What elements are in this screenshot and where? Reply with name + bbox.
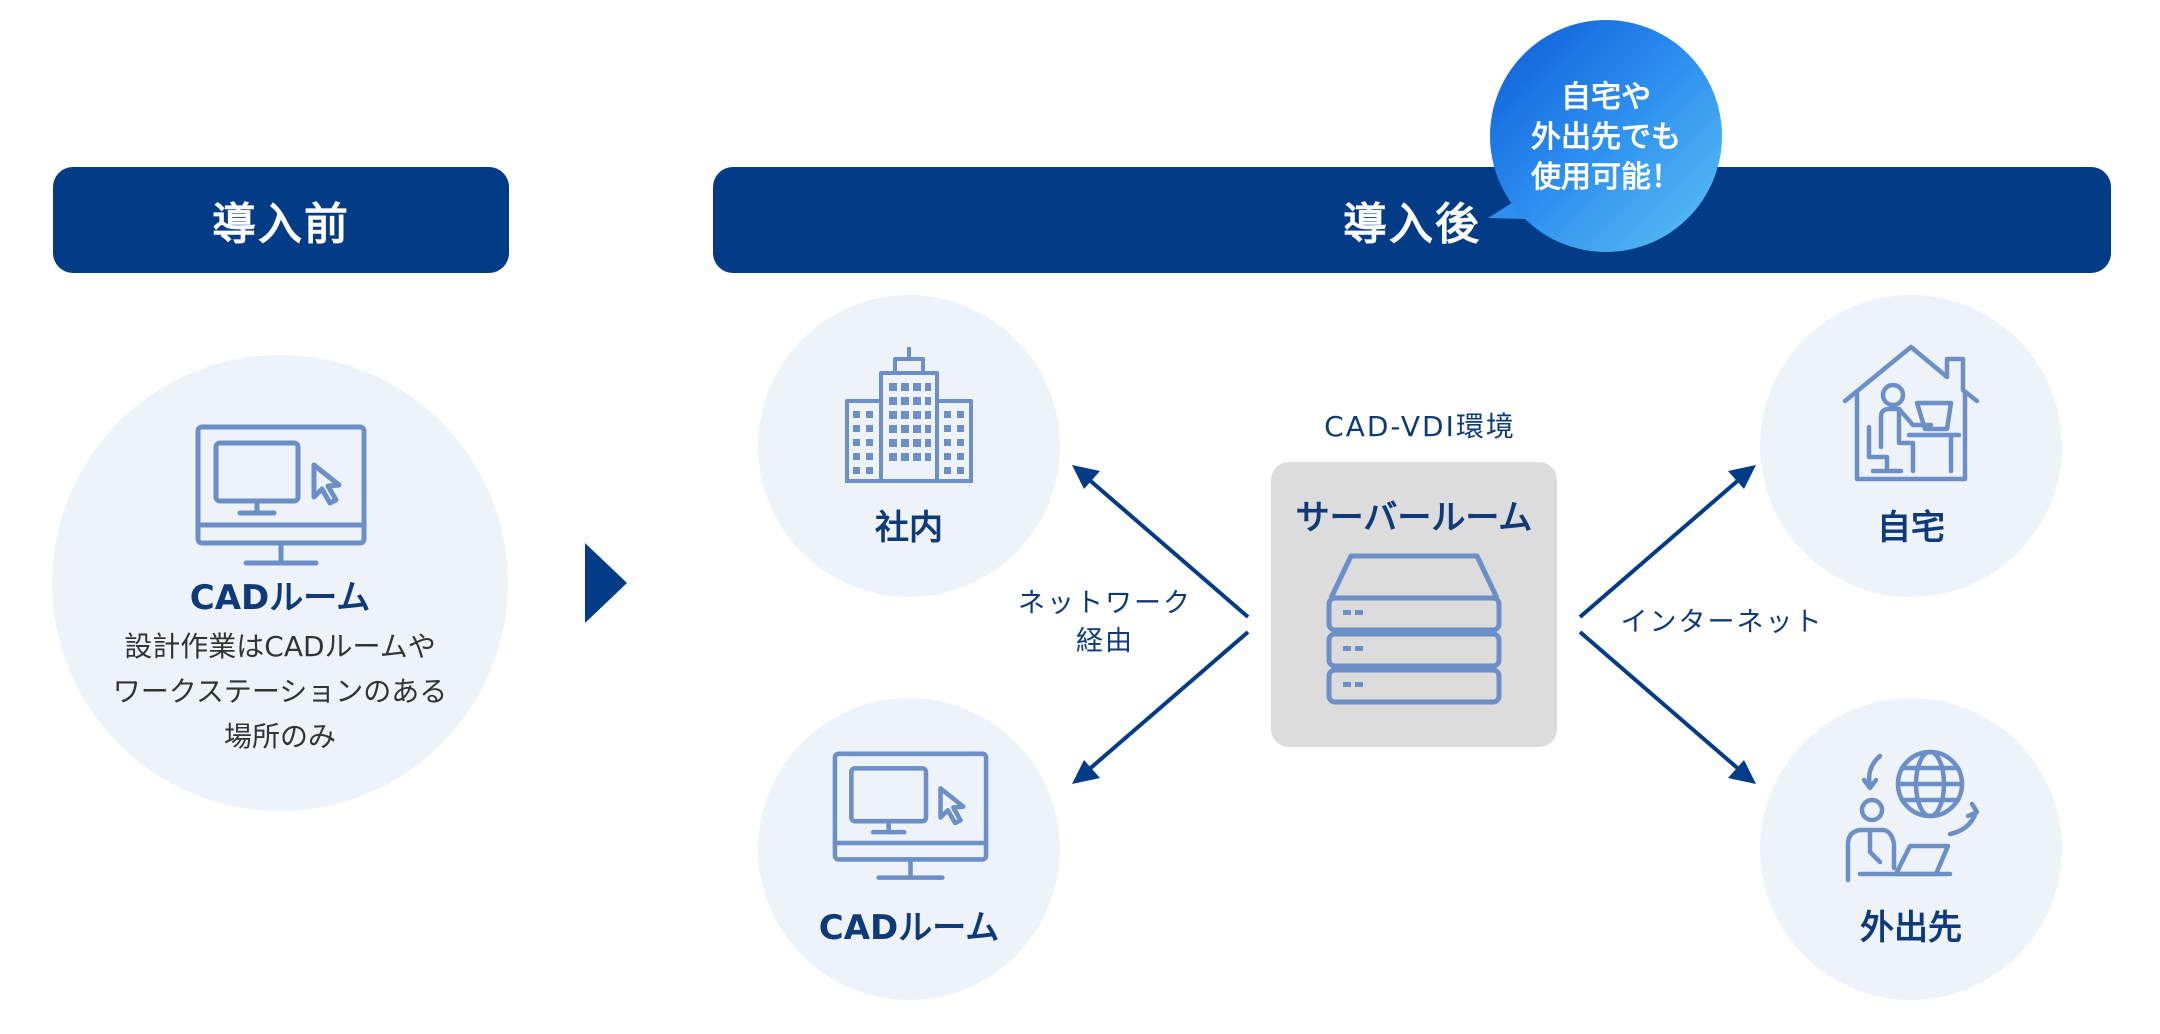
- server-rack-icon: [1326, 553, 1502, 705]
- after-header: 導入後: [713, 167, 2111, 273]
- cad-room-label: CADルーム: [818, 908, 1000, 948]
- bubble-line-1: 自宅や: [1561, 80, 1651, 115]
- office-label: 社内: [875, 508, 943, 548]
- arrow-to-cad-room: [1072, 630, 1250, 784]
- cad-room-monitor-icon: [195, 424, 367, 566]
- cad-room-circle: [758, 698, 1060, 1000]
- arrow-to-office: [1072, 465, 1250, 619]
- server-room-label: サーバールーム: [1295, 498, 1533, 538]
- bubble-line-2: 外出先でも: [1531, 120, 1681, 155]
- availability-bubble-text: 自宅や 外出先でも 使用可能！: [1496, 78, 1716, 198]
- before-description-line-3: 場所のみ: [223, 720, 336, 753]
- before-header: 導入前: [53, 167, 509, 273]
- cad-room-monitor-icon-after: [832, 751, 989, 880]
- transition-arrow-icon: [585, 543, 627, 623]
- remote-worker-globe-icon: [1845, 749, 1980, 883]
- home-office-icon: [1842, 344, 1980, 482]
- outside-label: 外出先: [1860, 908, 1962, 948]
- before-node-label: CADルーム: [189, 578, 371, 618]
- arrow-to-home: [1578, 465, 1756, 619]
- network-line-1: ネットワーク: [1018, 588, 1192, 619]
- office-building-icon: [845, 347, 973, 483]
- network-line-2: 経由: [1076, 626, 1134, 657]
- before-description-line-1: 設計作業はCADルームや: [124, 630, 436, 663]
- home-label: 自宅: [1877, 508, 1945, 548]
- internet-label: インターネット: [1620, 607, 1824, 638]
- arrow-to-outside: [1578, 630, 1756, 784]
- bubble-line-3: 使用可能！: [1531, 160, 1681, 195]
- before-circle: [52, 355, 508, 811]
- env-label: CAD-VDI環境: [1324, 410, 1516, 443]
- network-via-label: ネットワーク 経由: [1005, 585, 1205, 661]
- availability-bubble: [1490, 20, 1722, 252]
- before-description-line-2: ワークステーションのある: [112, 675, 448, 708]
- before-description: 設計作業はCADルームや ワークステーションのある 場所のみ: [90, 624, 470, 759]
